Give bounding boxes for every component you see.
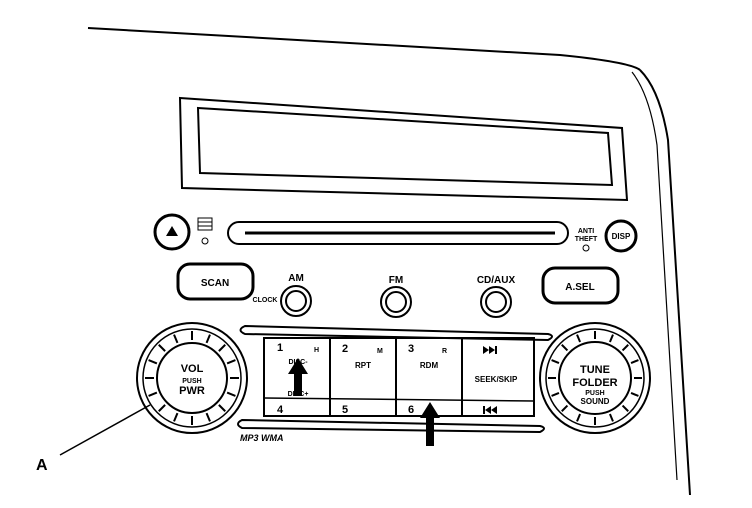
knob-tick	[148, 391, 158, 397]
knob-tick	[158, 404, 166, 412]
svg-text:PUSH: PUSH	[182, 378, 201, 385]
eject-button[interactable]	[153, 213, 191, 251]
knob-tick	[621, 404, 629, 412]
fm-button[interactable]	[380, 286, 412, 318]
arrow-up-preset-6	[420, 402, 440, 446]
knob-tick	[226, 359, 236, 365]
disc-indicator	[197, 217, 213, 245]
fm-label: FM	[389, 275, 403, 286]
disp-button[interactable]: DISP	[604, 219, 638, 253]
preset-5-button[interactable]: 5	[342, 404, 348, 416]
knob-tick	[218, 344, 226, 352]
cd-slot	[227, 221, 569, 245]
skip-forward-icon	[483, 346, 497, 354]
arrow-up-preset-1	[288, 358, 308, 396]
skip-back-icon	[483, 406, 497, 414]
knob-tick	[621, 344, 629, 352]
svg-text:PUSH: PUSH	[585, 390, 604, 397]
housing	[87, 27, 691, 496]
callout-label-a: A	[36, 457, 48, 474]
knob-tick	[551, 359, 560, 364]
knob-tick	[561, 344, 569, 352]
cd-aux-button[interactable]	[480, 286, 512, 318]
anti-theft-label-2: THEFT	[575, 236, 598, 243]
knob-tick	[158, 344, 166, 352]
svg-text:DISP: DISP	[612, 232, 631, 241]
cd-aux-label: CD/AUX	[477, 275, 516, 286]
svg-text:RPT: RPT	[355, 361, 371, 370]
tune-knob[interactable]: TUNE FOLDER PUSH SOUND	[539, 322, 651, 434]
knob-tick	[630, 359, 639, 364]
svg-text:H: H	[314, 347, 319, 354]
knob-tick	[173, 412, 179, 422]
display-window	[178, 96, 629, 202]
svg-text:A.SEL: A.SEL	[565, 282, 594, 293]
seek-skip-rocker[interactable]: SEEK/SKIP	[475, 346, 518, 414]
asel-button[interactable]: A.SEL	[541, 266, 620, 305]
preset-2-button[interactable]: 2 M RPT	[342, 343, 383, 370]
svg-text:PWR: PWR	[179, 385, 205, 397]
svg-text:VOL: VOL	[181, 363, 204, 375]
knob-tick	[609, 413, 614, 422]
knob-tick	[551, 392, 560, 397]
knob-tick	[576, 413, 581, 422]
preset-3-button[interactable]: 3 R RDM	[408, 343, 447, 370]
callout-leader-line	[59, 404, 151, 456]
knob-tick	[226, 391, 236, 397]
preset-4-button[interactable]: 4	[277, 404, 284, 416]
knob-tick	[609, 334, 614, 343]
knob-tick	[148, 359, 158, 365]
format-label: MP3 WMA	[240, 433, 284, 443]
preset-bar	[237, 324, 553, 434]
svg-text:R: R	[442, 348, 447, 355]
preset-6-button[interactable]: 6	[408, 404, 414, 416]
knob-tick	[630, 392, 639, 397]
svg-text:RDM: RDM	[420, 361, 439, 370]
anti-theft-label-1: ANTI	[578, 228, 594, 235]
knob-tick	[218, 404, 226, 412]
svg-text:2: 2	[342, 343, 348, 355]
am-button[interactable]	[280, 285, 312, 317]
knob-tick	[576, 334, 581, 343]
svg-text:M: M	[377, 348, 383, 355]
svg-text:3: 3	[408, 343, 414, 355]
eject-icon	[166, 226, 178, 236]
svg-text:FOLDER: FOLDER	[572, 377, 617, 389]
svg-text:SOUND: SOUND	[581, 397, 610, 406]
knob-tick	[173, 334, 179, 344]
knob-tick	[561, 404, 569, 412]
svg-text:TUNE: TUNE	[580, 364, 610, 376]
anti-theft-led	[582, 244, 590, 252]
svg-text:SEEK/SKIP: SEEK/SKIP	[475, 375, 518, 384]
vol-knob[interactable]: VOL PUSH PWR	[136, 322, 248, 434]
scan-button[interactable]: SCAN	[176, 262, 255, 301]
am-label: AM	[288, 273, 304, 284]
clock-label: CLOCK	[253, 297, 278, 304]
knob-tick	[205, 412, 211, 422]
svg-text:SCAN: SCAN	[201, 278, 229, 289]
svg-text:1: 1	[277, 342, 283, 354]
knob-tick	[205, 334, 211, 344]
